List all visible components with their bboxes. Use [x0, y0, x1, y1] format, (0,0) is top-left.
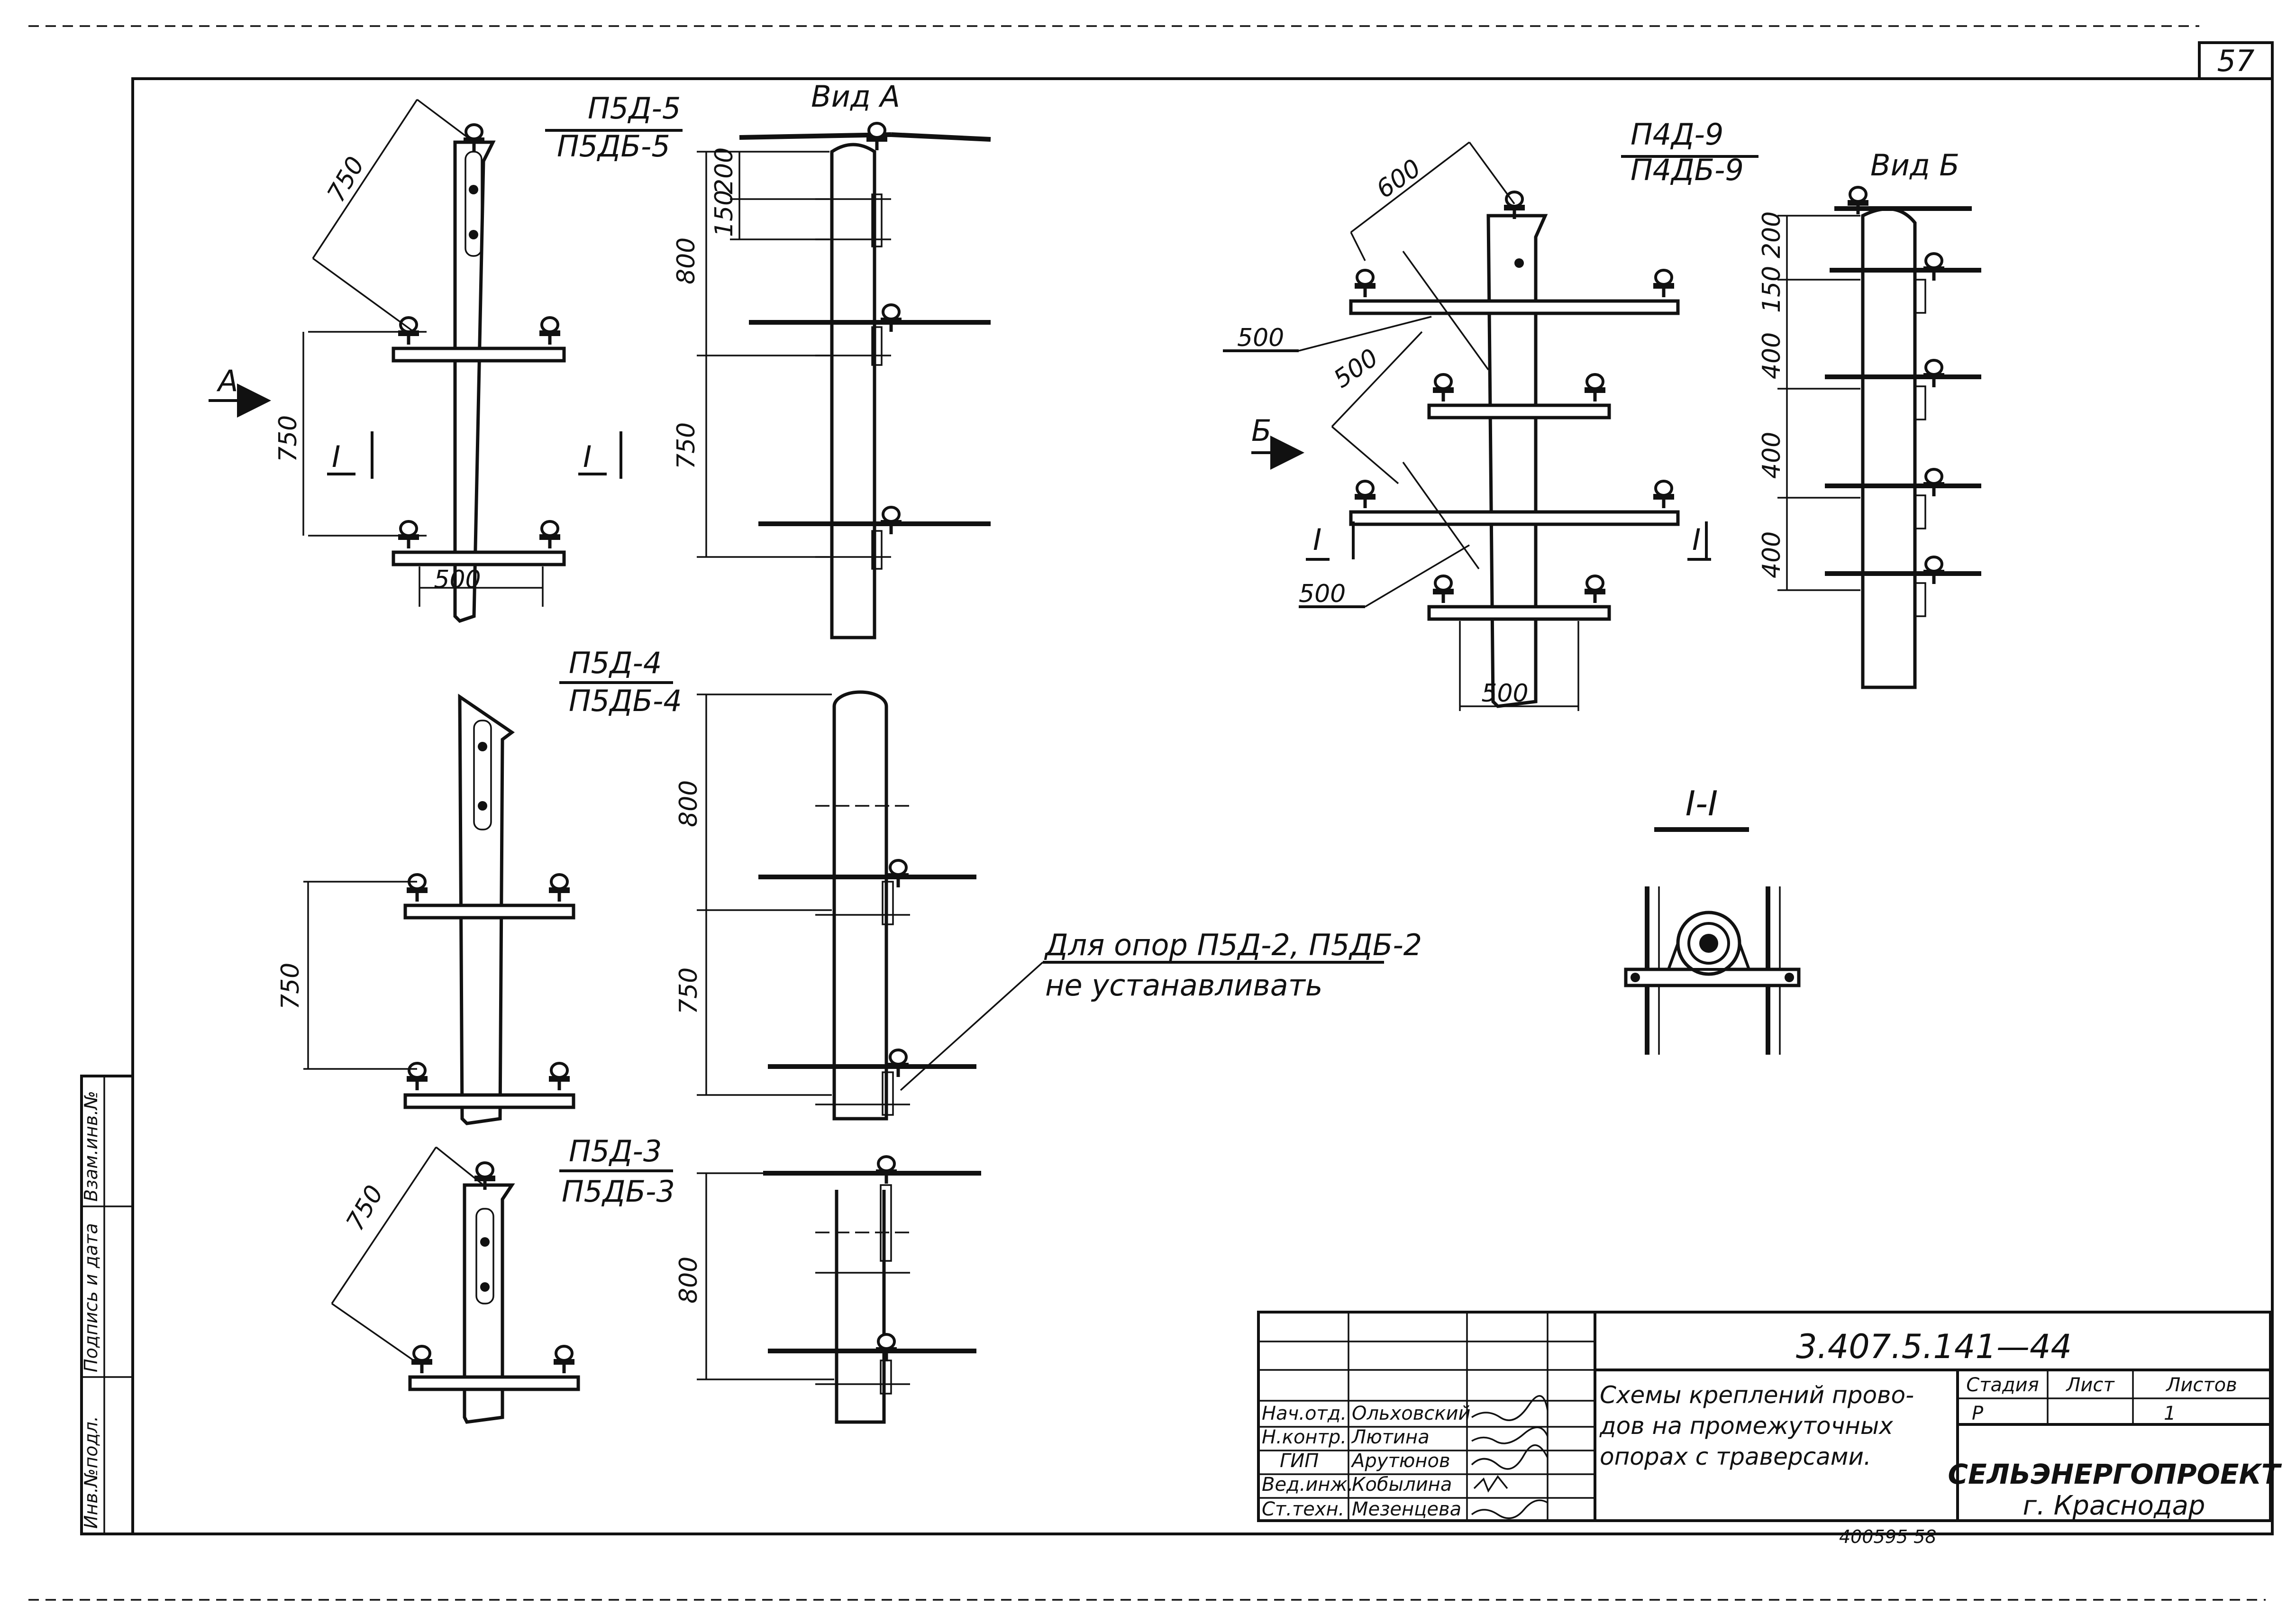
arrow-b-label: Б — [1251, 413, 1272, 448]
label-p4d9: П4Д-9 — [1631, 117, 1723, 152]
label-p5db5: П5ДБ-5 — [557, 129, 670, 164]
pole-p4d9-front — [1223, 141, 1711, 711]
doc-title-line3: опорах с траверсами. — [1600, 1443, 1871, 1470]
note-line2: не устанавливать — [1045, 968, 1322, 1003]
view-bottom-pole — [697, 1157, 981, 1424]
section-mark-right: I — [583, 439, 592, 474]
title-block — [1257, 1311, 2272, 1522]
label-p5d4: П5Д-4 — [569, 646, 662, 680]
dim-400-view-b-2: 400 — [1758, 432, 1786, 479]
name-1: Ольховский — [1352, 1403, 1471, 1424]
dim-750-middle: 750 — [674, 967, 703, 1014]
org-name: СЕЛЬЭНЕРГОПРОЕКТ — [1948, 1458, 2282, 1490]
section-i-i-detail — [1624, 886, 1801, 1055]
section-mark-p4d9-right: I — [1692, 522, 1701, 557]
side-stamp-sign: Подпись и дата — [81, 1223, 101, 1372]
role-1: Нач.отд. — [1262, 1403, 1347, 1424]
dim-150-view-b: 150 — [1758, 266, 1786, 313]
archive-number: 400595 58 — [1839, 1526, 1937, 1547]
section-mark-left: I — [332, 439, 340, 474]
dim-750-p5d4: 750 — [276, 963, 305, 1010]
name-4: Кобылина — [1352, 1474, 1452, 1496]
view-a-pole — [697, 123, 991, 639]
sheet-number-box — [2198, 41, 2274, 80]
dim-200-view-a: 200 — [710, 147, 738, 194]
dim-150-view-a: 150 — [710, 190, 738, 237]
dim-750-view-a: 750 — [672, 422, 701, 469]
sheet-frame — [131, 77, 2274, 1535]
dim-500-p4d9-d: 500 — [1481, 679, 1528, 708]
label-p5db3: П5ДБ-3 — [562, 1174, 675, 1209]
doc-title-line2: дов на промежуточных — [1599, 1412, 1893, 1440]
signatures — [1471, 1395, 1549, 1519]
label-p4db9: П4ДБ-9 — [1631, 153, 1744, 187]
side-stamp — [80, 1075, 134, 1535]
pole-p5d3-front — [331, 1146, 580, 1424]
dim-500-p4d9-a: 500 — [1237, 324, 1284, 352]
dim-750-left: 750 — [274, 415, 302, 462]
arrow-a-label: А — [216, 364, 238, 398]
name-5: Мезенцева — [1352, 1498, 1461, 1520]
role-3: ГИП — [1280, 1450, 1319, 1472]
dim-400-view-b-3: 400 — [1758, 531, 1786, 578]
stage-value: Р — [1972, 1403, 1984, 1424]
name-3: Арутюнов — [1350, 1450, 1450, 1472]
label-view-b: Вид Б — [1870, 148, 1959, 182]
org-city: г. Краснодар — [2023, 1490, 2205, 1521]
sheet-header: Лист — [2065, 1374, 2115, 1396]
doc-title-line1: Схемы креплений прово- — [1600, 1381, 1914, 1409]
side-stamp-inv: Инв.№подл. — [81, 1416, 101, 1529]
note-line1: Для опор П5Д-2, П5ДБ-2 — [1044, 928, 1422, 962]
side-stamp-vzam: Взам.инв.№ — [81, 1091, 101, 1202]
pole-p5d5-front — [209, 99, 566, 623]
label-p5d5: П5Д-5 — [588, 91, 681, 126]
dim-800-view-a: 800 — [672, 237, 701, 284]
section-title: I-I — [1686, 784, 1718, 823]
dim-500-p4d9-b: 500 — [1329, 344, 1384, 394]
role-4: Вед.инж. — [1262, 1474, 1353, 1496]
label-view-a: Вид А — [811, 79, 900, 114]
section-mark-p4d9-left: I — [1313, 522, 1321, 557]
pole-p5d4-front — [303, 693, 575, 1125]
label-p5db4: П5ДБ-4 — [569, 684, 682, 718]
dim-400-view-b-1: 400 — [1758, 332, 1786, 379]
view-middle-pole — [697, 690, 1384, 1121]
sheets-header: Листов — [2165, 1374, 2237, 1396]
doc-code: 3.407.5.141—44 — [1796, 1327, 2072, 1366]
dim-500-p4d9-c: 500 — [1299, 580, 1346, 608]
sheets-value: 1 — [2164, 1403, 2176, 1424]
dim-750-top: 750 — [322, 152, 370, 207]
dim-200-view-b: 200 — [1758, 211, 1786, 258]
role-5: Ст.техн. — [1262, 1498, 1344, 1520]
dim-800-bottom: 800 — [674, 1257, 703, 1304]
dim-500: 500 — [434, 566, 481, 594]
view-b-pole — [1777, 187, 1981, 689]
label-p5d3: П5Д-3 — [569, 1134, 662, 1168]
sheet-number: 57 — [2217, 44, 2255, 78]
stage-header: Стадия — [1966, 1374, 2039, 1396]
dim-800-middle: 800 — [674, 780, 703, 827]
role-2: Н.контр. — [1262, 1426, 1347, 1448]
name-2: Лютина — [1351, 1426, 1430, 1448]
